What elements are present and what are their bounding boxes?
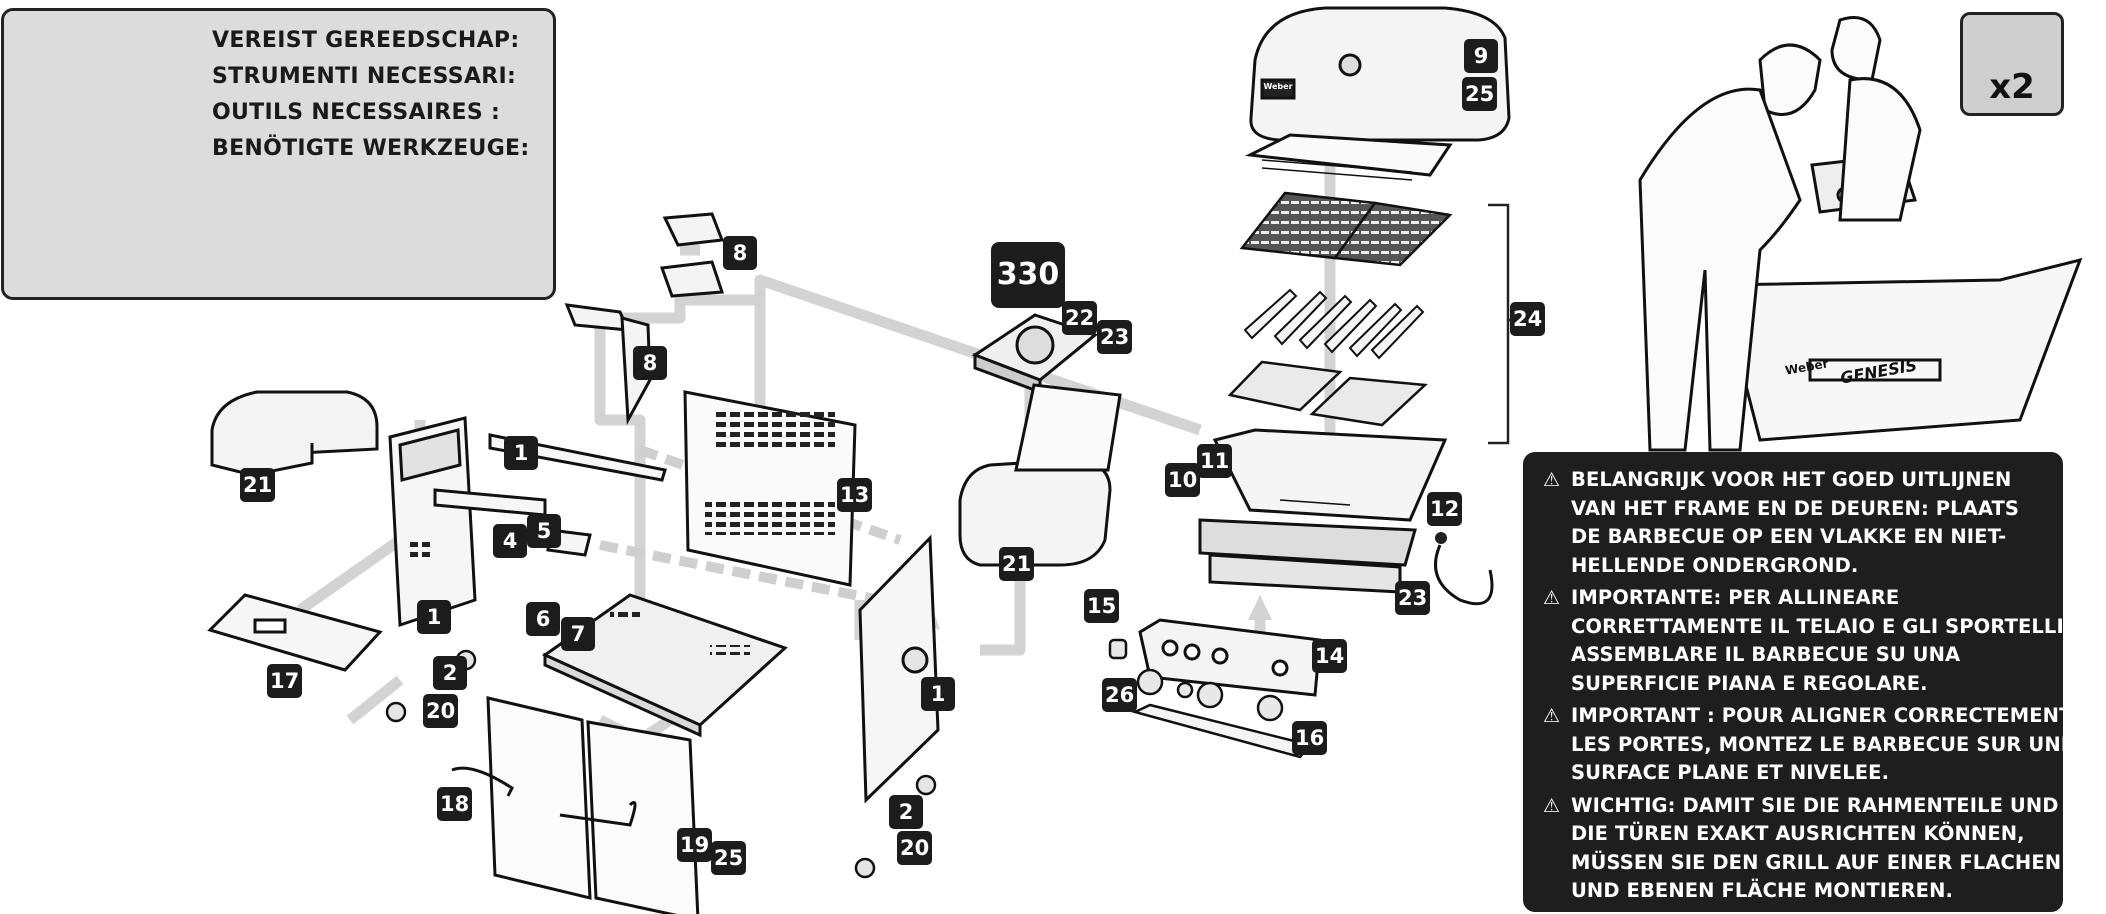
callout-15: 15	[1084, 589, 1120, 623]
warning-icon: ⚠	[1543, 469, 1561, 491]
two-person-label: x2	[1989, 67, 2035, 107]
knobs	[1136, 668, 1284, 722]
side-table-left	[210, 390, 379, 477]
warning-line: BELANGRIJK VOOR HET GOED UITLIJNEN	[1571, 468, 2012, 491]
callout-9: 9	[1464, 39, 1498, 73]
callout-2-right: 2	[889, 795, 923, 829]
casters	[385, 649, 937, 879]
regulator	[1435, 532, 1447, 544]
callout-8-top: 8	[723, 236, 757, 270]
control-panel	[1138, 618, 1322, 697]
warning-line: HELLENDE ONDERGROND.	[1571, 553, 1859, 577]
callout-8-mid: 8	[633, 346, 667, 380]
cookbox	[1198, 428, 1448, 594]
doors	[486, 696, 700, 914]
heading-it: STRUMENTI NECESSARI:	[212, 64, 517, 89]
callout-21-right: 21	[999, 547, 1035, 581]
warning-icon: ⚠	[1543, 794, 1561, 817]
callout-2-left: 2	[433, 656, 467, 690]
callout-1-right-frame: 1	[921, 677, 955, 711]
warning-line: DE BARBECUE OP EEN VLAKKE EN NIET-	[1571, 525, 2007, 548]
warning-line: WICHTIG: DAMIT SIE DIE RAHMENTEILE UND	[1571, 793, 2059, 817]
warning-line: LES PORTES, MONTEZ LE BARBECUE SUR UNE	[1571, 732, 2075, 756]
warning-line: DIE TÜREN EXAKT AUSRICHTEN KÖNNEN,	[1571, 822, 2025, 845]
heat-deflectors	[1227, 360, 1428, 427]
callout-10: 10	[1165, 463, 1201, 497]
top-trays	[564, 212, 725, 426]
callout-12: 12	[1427, 492, 1463, 526]
callout-14: 14	[1312, 639, 1348, 673]
required-tools-panel: VEREIST GEREEDSCHAP: STRUMENTI NECESSARI…	[1, 8, 556, 300]
level-surface-warning: ⚠ BELANGRIJK VOOR HET GOED UITLIJNEN VAN…	[1523, 452, 2074, 912]
callout-26: 26	[1102, 678, 1138, 712]
callout-11: 11	[1197, 444, 1233, 478]
warning-line: ASSEMBLARE IL BARBECUE SU UNA	[1571, 643, 1961, 666]
warning-icon: ⚠	[1543, 705, 1561, 727]
heading-nl: VEREIST GEREEDSCHAP:	[212, 28, 520, 53]
required-tools-headings: VEREIST GEREEDSCHAP: STRUMENTI NECESSARI…	[212, 23, 529, 167]
callout-5: 5	[527, 514, 561, 548]
callout-17: 17	[267, 664, 303, 698]
door-handles	[451, 766, 637, 827]
warning-it: ⚠ IMPORTANTE: PER ALLINEARE CORRETTAMENT…	[1543, 584, 2071, 698]
warning-line: MÜSSEN SIE DEN GRILL AUF EINER FLACHEN	[1571, 850, 2062, 874]
callout-23-bottom: 23	[1395, 581, 1431, 615]
callout-16: 16	[1292, 721, 1328, 755]
callout-330: 330	[991, 242, 1065, 308]
warning-icon: ⚠	[1543, 587, 1561, 609]
callout-7: 7	[561, 617, 595, 651]
warning-de: ⚠ WICHTIG: DAMIT SIE DIE RAHMENTEILE UND…	[1543, 792, 2061, 906]
warning-line: CORRETTAMENTE IL TELAIO E GLI SPORTELLI,	[1571, 614, 2072, 638]
warning-line: IMPORTANT : POUR ALIGNER CORRECTEMENT	[1571, 704, 2073, 727]
callout-25-top: 25	[1462, 77, 1498, 111]
warning-fr: ⚠ IMPORTANT : POUR ALIGNER CORRECTEMENT …	[1543, 702, 2074, 788]
left-frame	[388, 416, 477, 628]
grease-tray	[207, 593, 383, 672]
right-frame	[858, 534, 940, 804]
callout-13: 13	[837, 478, 873, 512]
warning-line: UND EBENEN FLÄCHE MONTIEREN.	[1571, 879, 1954, 902]
callout-4: 4	[493, 524, 527, 558]
callout-25-bottom: 25	[711, 841, 747, 875]
people-unboxing	[1638, 16, 2083, 452]
callout-1-crossbar: 1	[504, 436, 538, 470]
callout-6: 6	[526, 602, 560, 636]
warning-line: IMPORTANTE: PER ALLINEARE	[1571, 586, 1900, 609]
callout-20-left: 20	[423, 694, 459, 728]
warming-rack	[1244, 133, 1453, 181]
warning-nl: ⚠ BELANGRIJK VOOR HET GOED UITLIJNEN VAN…	[1543, 466, 2047, 580]
bottom-shelf	[541, 593, 788, 738]
callout-24: 24	[1510, 302, 1546, 336]
cooking-grates	[1239, 191, 1453, 267]
callout-1-left-frame: 1	[417, 600, 451, 634]
warning-line: SUPERFICIE PIANA E REGOLARE.	[1571, 671, 1928, 695]
warning-line: VAN HET FRAME EN DE DEUREN: PLAATS	[1571, 496, 2020, 520]
callout-18: 18	[437, 787, 473, 821]
heading-de: BENÖTIGTE WERKZEUGE:	[212, 136, 530, 161]
callout-20-right: 20	[897, 831, 933, 865]
back-panel	[683, 390, 857, 587]
gas-hose	[1434, 544, 1494, 606]
lid	[1249, 6, 1511, 142]
flavorizer-bars	[1243, 288, 1425, 360]
callout-23-top: 23	[1097, 320, 1133, 354]
heading-fr: OUTILS NECESSAIRES :	[212, 100, 501, 125]
warning-line: SURFACE PLANE ET NIVELEE.	[1571, 761, 1890, 784]
callout-21-left: 21	[240, 468, 276, 502]
side-table-right	[958, 383, 1122, 567]
lid-logo: Weber	[1263, 82, 1293, 91]
callout-22: 22	[1062, 301, 1098, 335]
two-person-badge: x2	[1960, 12, 2064, 116]
callout-19: 19	[677, 828, 713, 862]
bottom-trim	[1131, 703, 1313, 759]
